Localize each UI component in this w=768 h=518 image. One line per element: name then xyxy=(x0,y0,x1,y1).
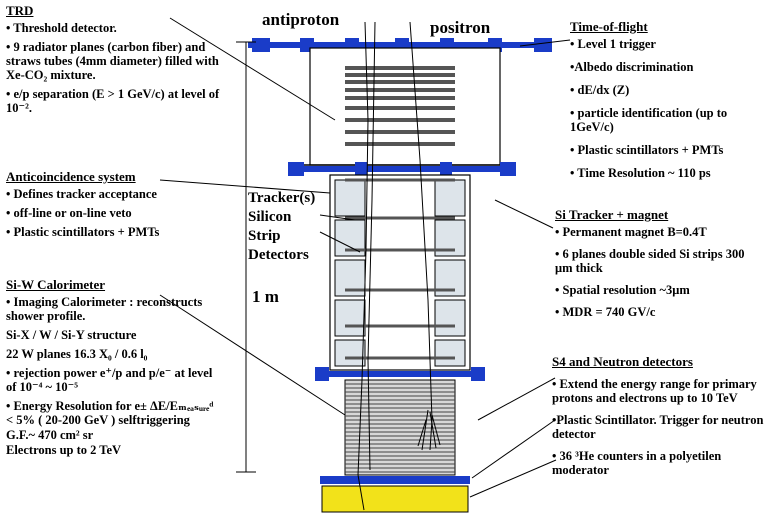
positron-label: positron xyxy=(430,18,491,37)
s4-title: S4 and Neutron detectors xyxy=(552,354,693,369)
si-tracker-title: Si Tracker + magnet xyxy=(555,207,669,222)
calorimeter-item: G.F.~ 470 cm² sr xyxy=(6,428,94,442)
si-tracker-item: • Spatial resolution ~3μm xyxy=(555,283,690,297)
antiproton-label: antiproton xyxy=(262,10,340,29)
particle-tracks xyxy=(357,21,441,511)
anticoincidence-block: Anticoincidence system • Defines tracker… xyxy=(6,170,221,244)
si-tracker-block: Si Tracker + magnet • Permanent magnet B… xyxy=(555,208,765,324)
si-tracker-item: • Permanent magnet B=0.4T xyxy=(555,225,707,239)
tof-title: Time-of-flight xyxy=(570,19,648,34)
tracker-label-line: Silicon xyxy=(248,209,292,225)
calorimeter-item: 22 W planes 16.3 X₀ / 0.6 l₀ xyxy=(6,347,148,361)
tracker-label: Tracker(s) Silicon Strip Detectors xyxy=(248,189,315,265)
bottom-tof-bar xyxy=(315,367,485,381)
anticoincidence-item: • off-line or on-line veto xyxy=(6,206,132,220)
tof-item: • particle identification (up to 1GeV/c) xyxy=(570,106,728,134)
tof-item: • Level 1 trigger xyxy=(570,37,656,51)
tof-block: Time-of-flight • Level 1 trigger •Albedo… xyxy=(570,20,765,185)
s4-item: • 36 ³He counters in a polyetilen modera… xyxy=(552,449,722,477)
s4-scintillator xyxy=(320,476,470,484)
si-tracker-item: • 6 planes double sided Si strips 300 μm… xyxy=(555,247,745,275)
trd-item: • Threshold detector. xyxy=(6,21,117,35)
tof-item: • Plastic scintillators + PMTs xyxy=(570,143,724,157)
calorimeter-stack xyxy=(344,379,456,476)
middle-tof-bar xyxy=(288,162,516,176)
trd-box xyxy=(300,47,510,166)
trd-block: TRD • Threshold detector. • 9 radiator p… xyxy=(6,4,221,120)
meter-scale xyxy=(236,41,256,473)
s4-block: S4 and Neutron detectors • Extend the en… xyxy=(552,355,764,482)
s4-item: •Plastic Scintillator. Trigger for neutr… xyxy=(552,413,764,441)
tof-item: • Time Resolution ~ 110 ps xyxy=(570,166,711,180)
tracker-label-line: Detectors xyxy=(248,247,309,263)
calorimeter-item: Si-X / W / Si-Y structure xyxy=(6,328,137,342)
calorimeter-item: • Energy Resolution for e± ΔE/Eₘₑₐₛᵤᵣₑᵈ … xyxy=(6,399,214,427)
calorimeter-title: Si-W Calorimeter xyxy=(6,277,106,292)
anticoincidence-item: • Defines tracker acceptance xyxy=(6,187,157,201)
si-tracker-item: • MDR = 740 GV/c xyxy=(555,305,656,319)
tracker-label-line: Tracker(s) xyxy=(248,190,316,206)
anticoincidence-title: Anticoincidence system xyxy=(6,169,136,184)
calorimeter-item: • Imaging Calorimeter : reconstructs sho… xyxy=(6,295,203,323)
tof-item: •Albedo discrimination xyxy=(570,60,694,74)
calorimeter-block: Si-W Calorimeter • Imaging Calorimeter :… xyxy=(6,278,221,462)
trd-item: • 9 radiator planes (carbon fiber) and s… xyxy=(6,40,219,82)
callout-lines xyxy=(159,17,571,498)
calorimeter-item: Electrons up to 2 TeV xyxy=(6,443,122,457)
calorimeter-item: • rejection power e⁺/p and p/e⁻ at level… xyxy=(6,366,213,394)
meter-label: 1 m xyxy=(252,287,279,306)
tracker-magnet xyxy=(329,174,471,371)
trd-title: TRD xyxy=(6,3,34,18)
s4-item: • Extend the energy range for primary pr… xyxy=(552,377,757,405)
tof-item: • dE/dx (Z) xyxy=(570,83,630,97)
trd-item: • e/p separation (E > 1 GeV/c) at level … xyxy=(6,87,220,115)
tracker-label-line: Strip xyxy=(248,228,281,244)
neutron-detector xyxy=(321,485,469,513)
anticoincidence-item: • Plastic scintillators + PMTs xyxy=(6,225,160,239)
